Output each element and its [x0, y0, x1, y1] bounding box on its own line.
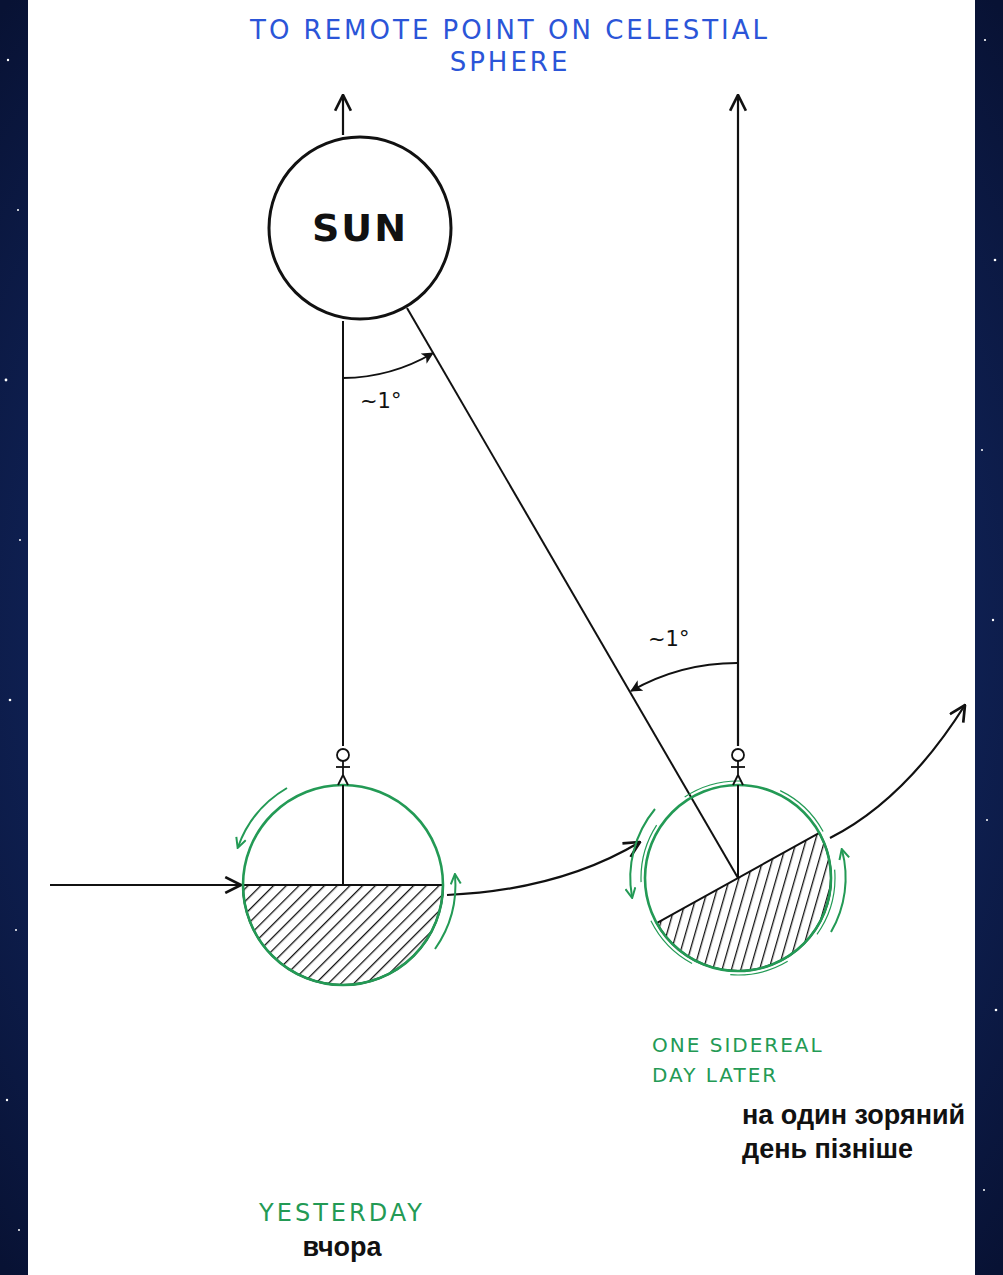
earth-caption-translation: на один зоряний день пізніше	[742, 1098, 994, 1166]
observer-figure	[336, 749, 350, 785]
paper-panel	[28, 0, 975, 1275]
sun-circle: SUN	[267, 135, 453, 321]
direction-arrow	[737, 95, 739, 746]
direction-caption: TO REMOTE POINT ON CELESTIAL SPHERE	[200, 14, 820, 78]
observer-figure	[731, 749, 745, 785]
earth-caption: YESTERDAY	[222, 1198, 462, 1228]
sun-line	[342, 321, 344, 746]
earth-later	[630, 781, 864, 1004]
angle-label: ~1°	[648, 626, 718, 652]
orbit-arrow	[50, 884, 241, 886]
angle-arc	[343, 353, 433, 378]
earth-caption: ONE SIDEREAL DAY LATER	[652, 1030, 867, 1090]
angle-arc	[631, 663, 738, 691]
earth-yesterday	[238, 785, 455, 985]
orbit-arrow	[830, 705, 965, 838]
orbit-arrow	[447, 842, 640, 895]
sun-line	[407, 308, 738, 878]
earth-caption-translation: вчора	[222, 1230, 462, 1264]
direction-arrow	[342, 95, 344, 135]
angle-label: ~1°	[360, 388, 430, 414]
node-label: SUN	[312, 206, 408, 250]
